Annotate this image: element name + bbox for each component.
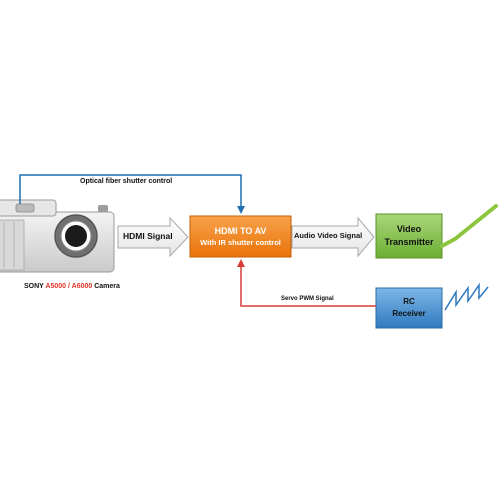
converter-title: HDMI TO AV (214, 226, 267, 236)
antenna-icon (440, 204, 498, 248)
transmitter-title: Video (396, 224, 422, 234)
optical-fiber-label: Optical fiber shutter control (80, 178, 173, 185)
video-transmitter: Video Transmitter (376, 214, 442, 258)
camera-model-b: A6000 (71, 283, 93, 290)
transmitter-box-shape (375, 213, 443, 259)
optical-fiber-arrowhead (237, 206, 245, 214)
servo-pwm-line (240, 265, 376, 307)
receiver-title: RC (403, 297, 415, 306)
hdmi-signal-arrow (117, 216, 189, 258)
servo-pwm-label: Servo PWM Signal (281, 296, 334, 302)
receiver-subtitle: Receiver (392, 309, 426, 318)
camera-icon (0, 199, 115, 273)
camera-model-a: A5000 (45, 283, 67, 290)
audio-video-signal-label: Audio Video Signal (294, 231, 363, 240)
converter-box-shape (189, 215, 292, 258)
hdmi-to-av-converter: HDMI TO AV With IR shutter control (190, 216, 291, 257)
camera-separator: / (68, 283, 70, 290)
optical-fiber-line (19, 174, 242, 210)
rc-receiver: RC Receiver (376, 288, 442, 328)
camera-caption: SONY A5000 / A6000 Camera (24, 283, 120, 290)
camera-suffix: Camera (94, 283, 120, 290)
receiver-box-shape (375, 287, 443, 329)
camera-brand: SONY (24, 283, 44, 290)
transmitter-subtitle: Transmitter (384, 237, 434, 247)
servo-pwm-arrowhead (237, 259, 245, 267)
radio-wave-icon (444, 282, 489, 311)
hdmi-signal-label: HDMI Signal (123, 231, 173, 241)
converter-subtitle: With IR shutter control (200, 238, 281, 247)
audio-video-signal-arrow (291, 216, 375, 258)
